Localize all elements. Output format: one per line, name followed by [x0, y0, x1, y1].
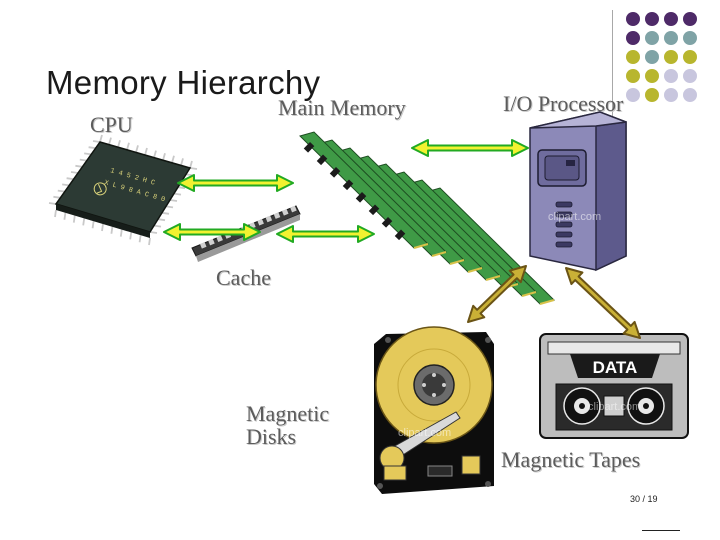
decor-dot: [683, 12, 697, 26]
decor-dot: [645, 88, 659, 102]
decor-dot: [626, 31, 640, 45]
page-number: 30 / 19: [630, 494, 658, 504]
decor-dot: [683, 88, 697, 102]
decor-dot: [683, 50, 697, 64]
label-cpu: CPU: [90, 112, 133, 137]
label-cache: Cache: [216, 265, 271, 290]
decor-dot: [664, 31, 678, 45]
tape-watermark: clipart.com: [588, 401, 641, 413]
label-io-processor: I/O Processor: [503, 91, 624, 116]
arrow-cpu-cache: [163, 223, 261, 241]
arrow-io-disks: [467, 265, 527, 323]
decor-dot: [645, 31, 659, 45]
arrow-io-tapes: [565, 267, 641, 339]
decor-dot: [626, 69, 640, 83]
decor-dot: [664, 69, 678, 83]
arrow-cache-main-memory: [276, 225, 375, 243]
decor-dot: [645, 50, 659, 64]
io-watermark: clipart.com: [548, 211, 601, 223]
arrow-main-memory-io: [411, 139, 529, 157]
decor-dot: [645, 12, 659, 26]
decor-dot: [626, 12, 640, 26]
decor-dot: [664, 12, 678, 26]
decor-vertical-line: [612, 10, 613, 120]
chip-marking-line2: X L 9 8 A C 8 0: [103, 179, 166, 204]
slide-title: Memory Hierarchy: [46, 64, 321, 101]
decor-dot: [683, 31, 697, 45]
decor-dot: [664, 88, 678, 102]
tape-data-label: DATA: [593, 358, 638, 377]
decor-dot: [626, 88, 640, 102]
decor-dot: [664, 50, 678, 64]
decor-dot: [626, 50, 640, 64]
label-magnetic-disks: Magnetic Disks: [246, 401, 330, 450]
disk-watermark: clipart.com: [398, 427, 451, 439]
arrow-cpu-main-memory: [177, 174, 294, 192]
label-magnetic-tapes: Magnetic Tapes: [501, 447, 641, 472]
chip-marking-line1: 1 4 5 2 H C: [109, 167, 156, 187]
decor-dot-grid: [626, 12, 716, 112]
page-number-underline: [642, 530, 680, 531]
label-main-memory: Main Memory: [278, 95, 406, 120]
decor-dot: [645, 69, 659, 83]
decor-dot: [683, 69, 697, 83]
